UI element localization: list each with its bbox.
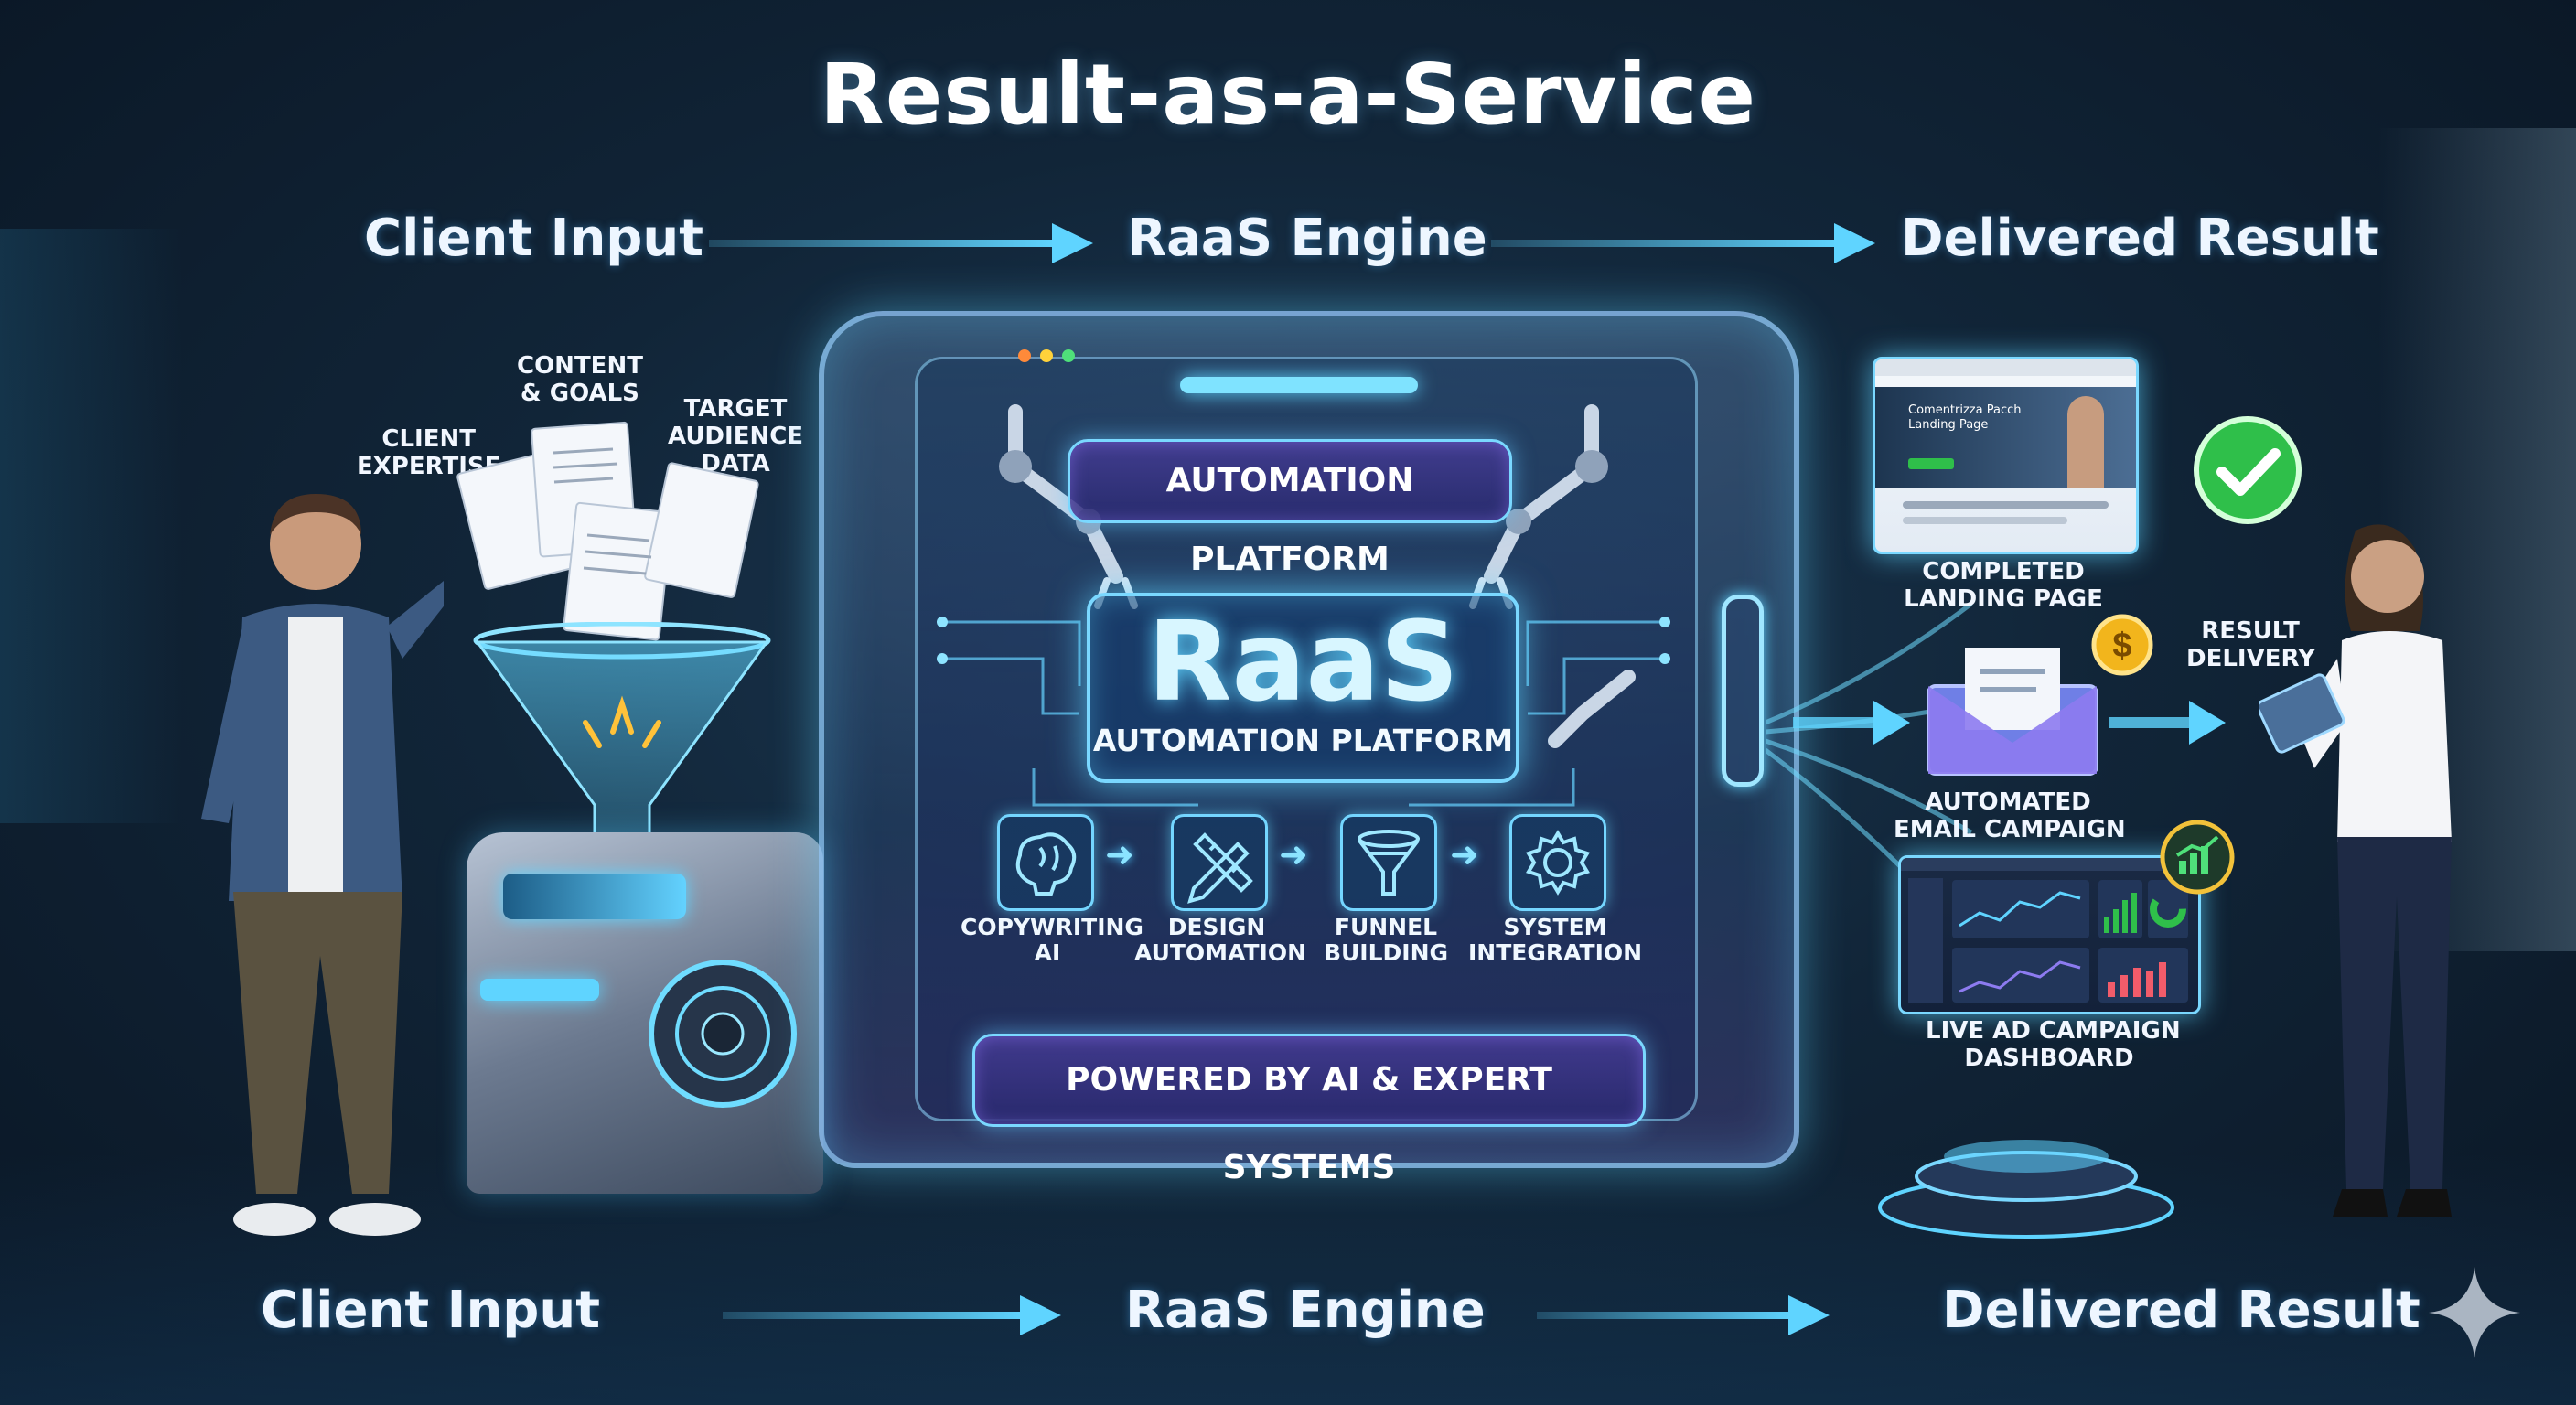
step-copywriting-ai [997, 814, 1094, 911]
landing-features-row [1903, 501, 2109, 509]
ad-dashboard-preview [1898, 855, 2201, 1014]
raas-brand-sublabel: AUTOMATION PLATFORM [1092, 723, 1514, 758]
dashboard-charts [1952, 880, 2188, 1003]
coin-icon: $ [2091, 614, 2153, 676]
delivery-pedestal [1878, 1140, 2174, 1239]
powered-by-panel: POWERED BY AI & EXPERT SYSTEMS [972, 1034, 1646, 1186]
engine-top-light-bar [1180, 377, 1418, 393]
gear-icon [1526, 830, 1590, 896]
step-label-system-integration: SYSTEM INTEGRATION [1468, 914, 1643, 966]
brain-icon [1015, 832, 1077, 896]
landing-hero-person [2067, 396, 2104, 488]
input-label-content-goals: CONTENT & GOALS [517, 352, 643, 407]
automation-platform-label: AUTOMATION PLATFORM [1165, 462, 1414, 578]
flow-top-engine: RaaS Engine [1127, 209, 1487, 268]
coin-symbol: $ [2112, 627, 2131, 665]
flow-bottom-arrow-2 [1537, 1295, 1830, 1335]
step-design-automation [1171, 814, 1268, 911]
step-arrow-2: ➜ [1279, 834, 1308, 874]
arrow-to-email-icon [1793, 701, 1910, 745]
engine-side-handle [1722, 595, 1764, 787]
result-label-landing-page: COMPLETED LANDING PAGE [1904, 558, 2103, 613]
dashboard-sidebar [1908, 878, 1943, 1003]
pencil-ruler-icon [1187, 832, 1253, 904]
engine-status-lights [1018, 349, 1082, 364]
flow-top-arrow-1 [709, 223, 1093, 263]
raas-core-panel: RaaS AUTOMATION PLATFORM [1087, 593, 1519, 783]
flow-bottom-result: Delivered Result [1942, 1281, 2420, 1340]
robot-arm-right-icon [1469, 404, 1636, 748]
automation-platform-panel: AUTOMATION PLATFORM [1068, 439, 1512, 578]
step-arrow-1: ➜ [1105, 834, 1134, 874]
step-system-integration [1509, 814, 1606, 911]
input-machine-dial [649, 960, 797, 1108]
background-left-screens [0, 229, 183, 823]
arrow-to-delivery-icon [2109, 701, 2226, 745]
client-man-figure [201, 494, 444, 1236]
input-machine-slot [480, 979, 599, 1001]
landing-page-preview: Comentrizza Pacch Landing Page [1873, 357, 2139, 554]
flow-bottom-engine: RaaS Engine [1125, 1281, 1486, 1340]
document-stack-icon [456, 421, 759, 641]
funnel-icon [1358, 830, 1420, 896]
raas-brand-label: RaaS [1147, 599, 1459, 726]
flow-bottom-input: Client Input [261, 1281, 601, 1340]
success-checkmark-icon [2194, 416, 2302, 524]
step-arrow-3: ➜ [1450, 834, 1479, 874]
flow-top-arrow-2 [1491, 223, 1875, 263]
step-label-funnel-building: FUNNEL BUILDING [1323, 914, 1449, 966]
landing-hero-title: Comentrizza Pacch Landing Page [1908, 403, 2022, 432]
result-label-ad-dashboard: LIVE AD CAMPAIGN DASHBOARD [1926, 1017, 2181, 1072]
delivery-woman-figure [2259, 524, 2452, 1217]
circuit-traces [937, 617, 1670, 807]
landing-features-row-2 [1903, 517, 2067, 524]
flow-top-result: Delivered Result [1901, 209, 2379, 268]
input-machine-screen [503, 874, 686, 919]
page-title: Result-as-a-Service [820, 46, 1756, 144]
dashboard-top-bar [1901, 858, 2198, 871]
powered-by-label: POWERED BY AI & EXPERT SYSTEMS [1066, 1061, 1552, 1186]
email-envelope-icon [1927, 648, 2098, 776]
step-label-design-automation: DESIGN AUTOMATION [1134, 914, 1307, 966]
growth-chart-icon [2160, 820, 2235, 895]
flow-top-input: Client Input [364, 209, 704, 268]
result-label-email-campaign: AUTOMATED EMAIL CAMPAIGN [1894, 788, 2126, 843]
result-label-result-delivery: RESULT DELIVERY [2186, 617, 2315, 672]
sparkle-icon [2429, 1267, 2520, 1358]
landing-browser-bar [1875, 359, 2136, 376]
landing-cta-button [1908, 458, 1954, 469]
input-label-target-audience: TARGET AUDIENCE DATA [668, 395, 804, 477]
step-label-copywriting-ai: COPYWRITING AI [961, 914, 1143, 966]
flow-bottom-arrow-1 [723, 1295, 1061, 1335]
funnel-input-icon [473, 622, 771, 887]
step-funnel-building [1340, 814, 1437, 911]
